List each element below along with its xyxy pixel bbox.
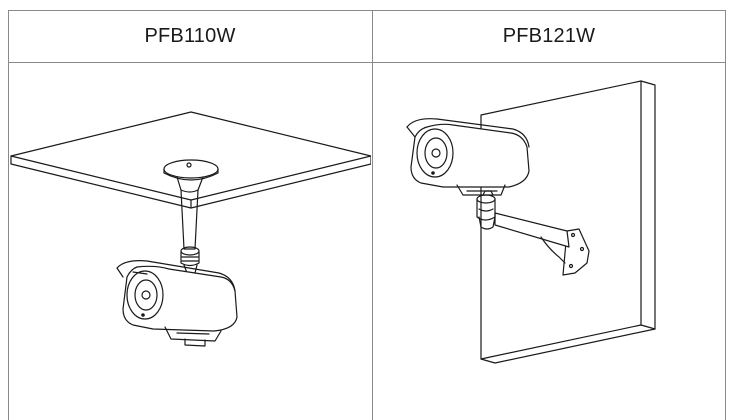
ceiling-mount-bracket-camera-icon — [9, 63, 371, 419]
wall-mount-bracket-camera-icon — [373, 63, 725, 419]
column-divider — [372, 10, 373, 420]
table-left-border — [8, 10, 9, 420]
table-right-border — [725, 10, 726, 420]
header-divider — [8, 62, 726, 63]
model-title-pfb110w: PFB110W — [144, 24, 236, 47]
table-top-border — [8, 10, 726, 11]
model-title-pfb121w: PFB121W — [502, 24, 596, 47]
